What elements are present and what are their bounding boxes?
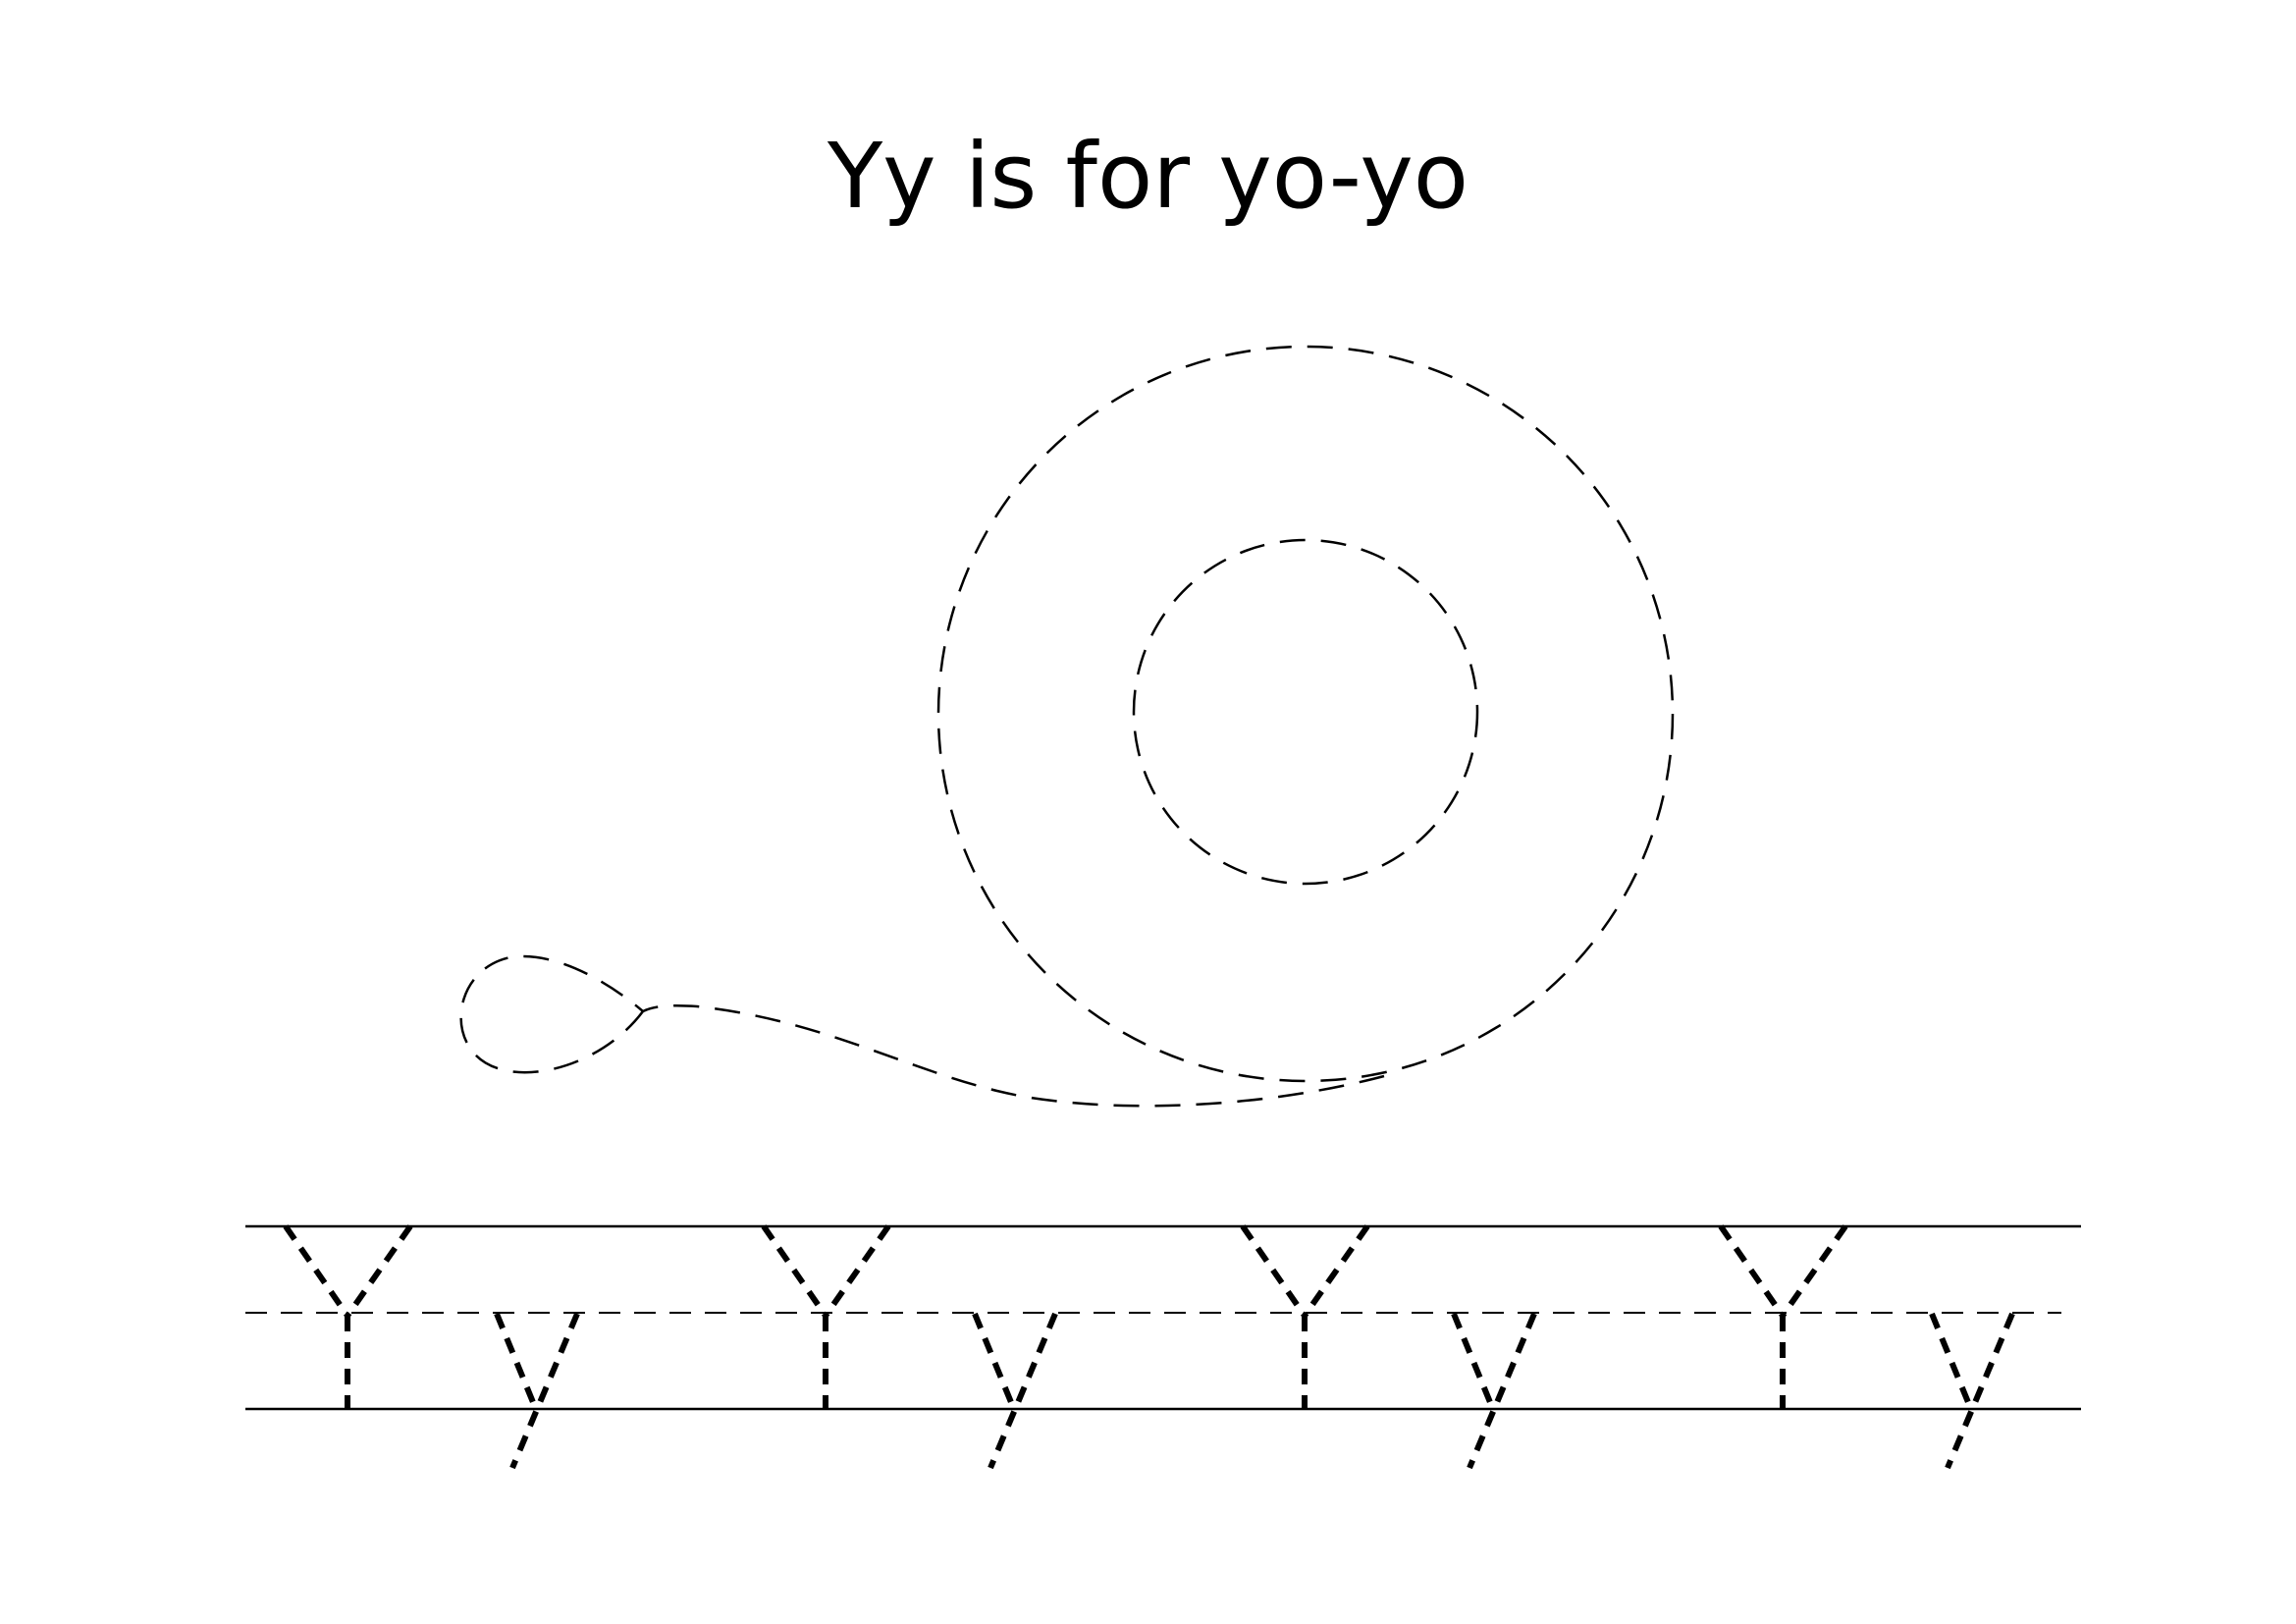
letter-pair-2 — [761, 1224, 1058, 1470]
yoyo-outer-circle — [936, 345, 1675, 1083]
worksheet-title: Yy is for yo-yo — [827, 124, 1469, 229]
yoyo-string-loop — [459, 954, 644, 1074]
yoyo-string — [642, 1003, 1385, 1108]
uppercase-y-trace — [761, 1224, 891, 1409]
lowercase-y-trace — [972, 1312, 1058, 1470]
yoyo-inner-circle — [1132, 538, 1479, 886]
uppercase-y-trace — [283, 1224, 413, 1409]
uppercase-y-trace — [1240, 1224, 1370, 1409]
tracing-letters — [283, 1224, 2015, 1470]
lowercase-y-trace — [494, 1312, 580, 1470]
letter-pair-4 — [1718, 1224, 2015, 1470]
uppercase-y-trace — [1718, 1224, 1848, 1409]
lowercase-y-trace — [1451, 1312, 1537, 1470]
letter-pair-1 — [283, 1224, 580, 1470]
yoyo-illustration — [459, 345, 1675, 1108]
letter-pair-3 — [1240, 1224, 1537, 1470]
handwriting-guide — [245, 1224, 2081, 1411]
lowercase-y-trace — [1929, 1312, 2015, 1470]
